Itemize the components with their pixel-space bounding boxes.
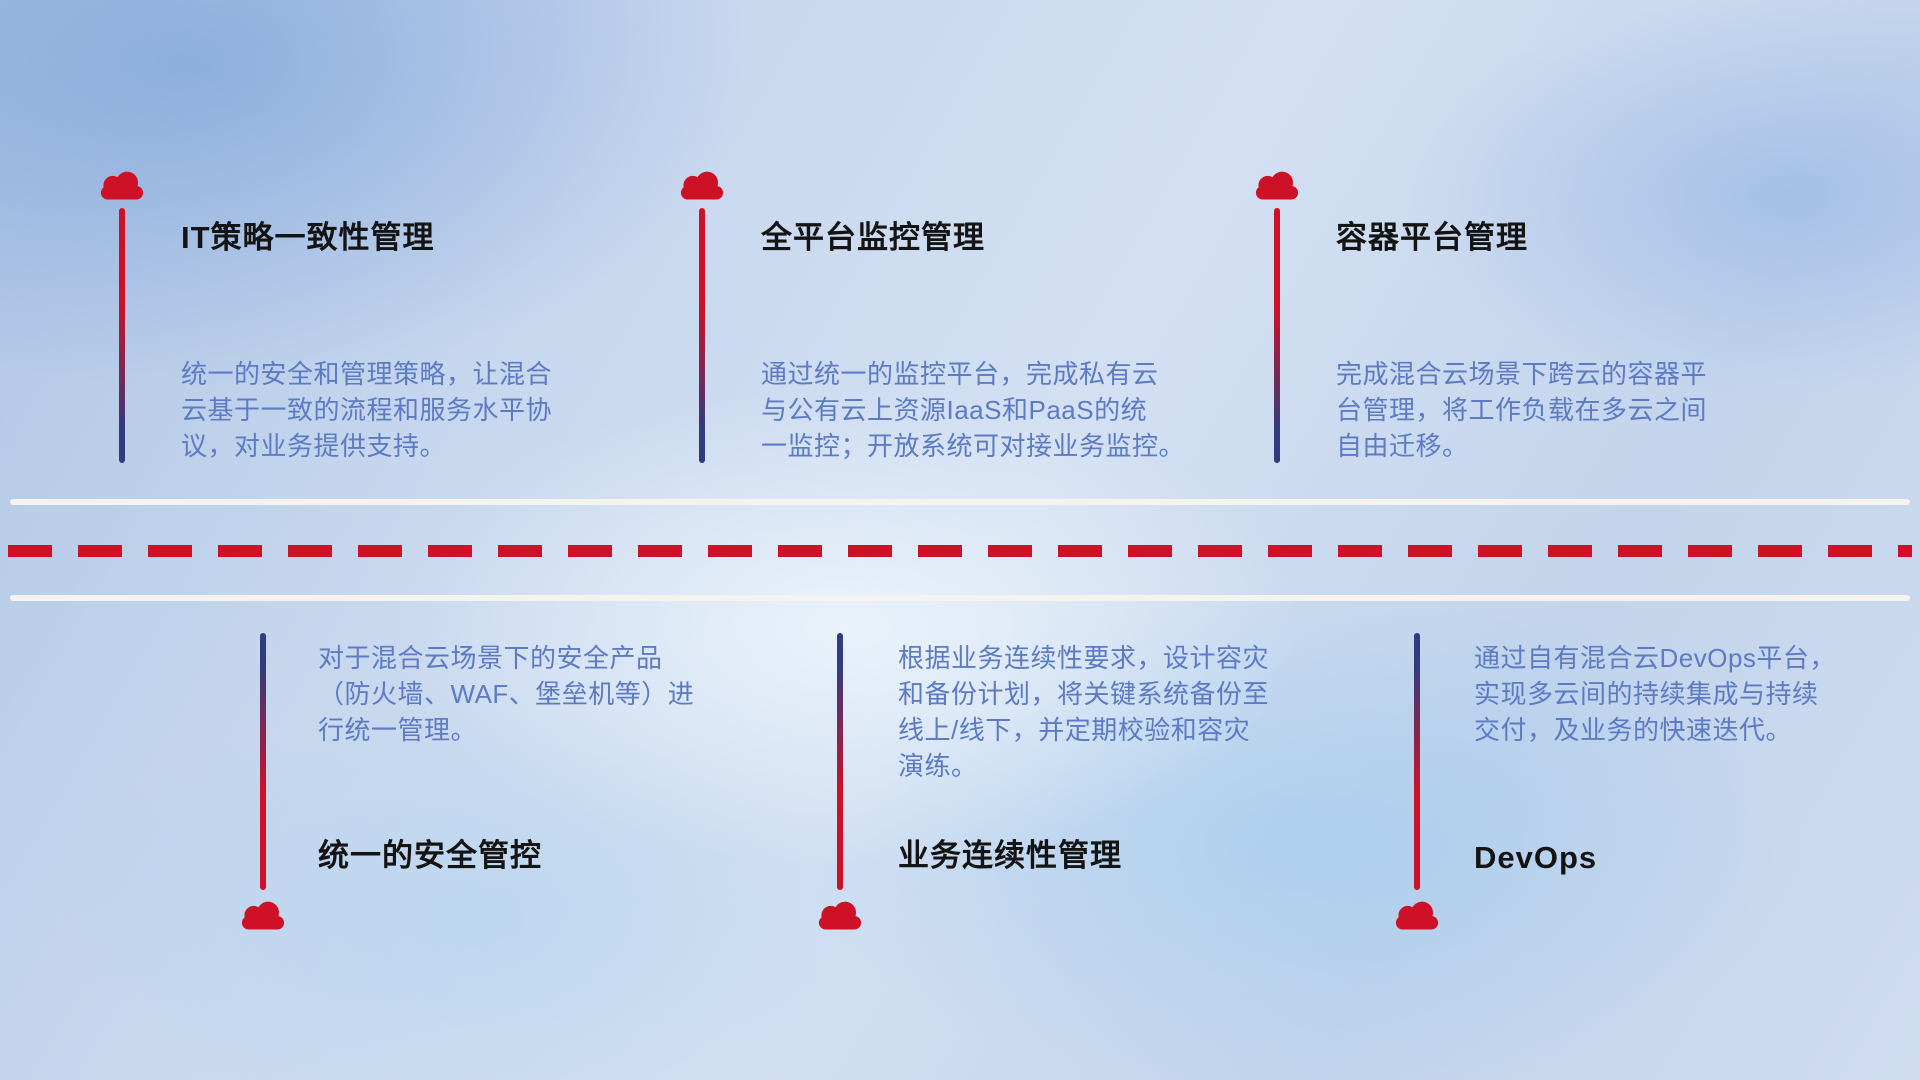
feature-title: DevOps	[1474, 840, 1598, 875]
feature-title: 容器平台管理	[1336, 220, 1528, 255]
feature-description: 统一的安全和管理策略，让混合 云基于一致的流程和服务水平协 议，对业务提供支持。	[181, 359, 553, 461]
cloud-icon	[675, 166, 729, 206]
timeline-stem	[1414, 633, 1420, 890]
cloud-icon	[813, 896, 867, 936]
cloud-icon	[1390, 896, 1444, 936]
feature-title: 统一的安全管控	[318, 838, 542, 873]
timeline-stem	[1274, 208, 1280, 463]
feature-description: 通过自有混合云DevOps平台， 实现多云间的持续集成与持续 交付，及业务的快速…	[1474, 643, 1836, 745]
feature-title: IT策略一致性管理	[181, 220, 435, 255]
road-center-dashed-line	[8, 545, 1912, 557]
feature-title: 全平台监控管理	[761, 220, 985, 255]
feature-description: 通过统一的监控平台，完成私有云 与公有云上资源IaaS和PaaS的统 一监控；开…	[761, 359, 1186, 461]
timeline-stem	[260, 633, 266, 890]
feature-description: 对于混合云场景下的安全产品 （防火墙、WAF、堡垒机等）进 行统一管理。	[318, 643, 695, 745]
timeline-stem	[699, 208, 705, 463]
timeline-stem	[837, 633, 843, 890]
timeline-stem	[119, 208, 125, 463]
cloud-icon	[236, 896, 290, 936]
cloud-icon	[95, 166, 149, 206]
road-edge-top-line	[10, 499, 1910, 505]
feature-description: 完成混合云场景下跨云的容器平 台管理，将工作负载在多云之间 自由迁移。	[1336, 359, 1708, 461]
feature-description: 根据业务连续性要求，设计容灾 和备份计划，将关键系统备份至 线上/线下，并定期校…	[898, 643, 1270, 781]
road-edge-bottom-line	[10, 595, 1910, 601]
feature-title: 业务连续性管理	[898, 838, 1122, 873]
cloud-icon	[1250, 166, 1304, 206]
